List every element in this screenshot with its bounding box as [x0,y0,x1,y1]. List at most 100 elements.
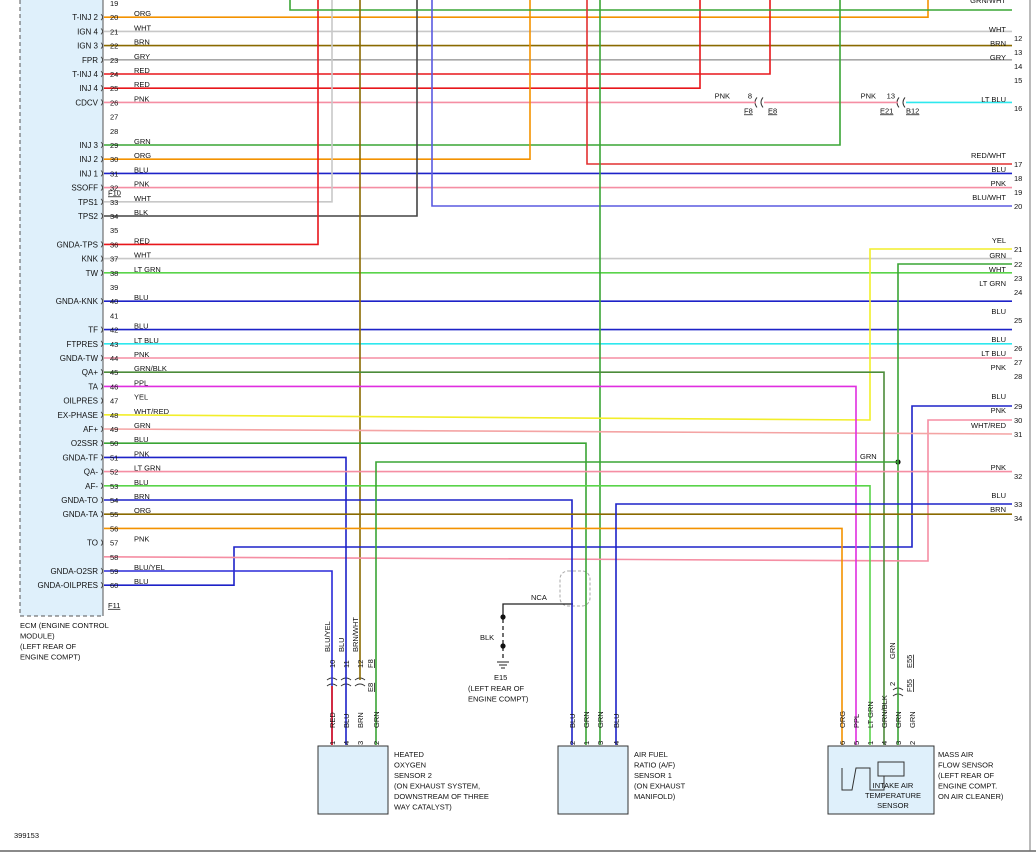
ecm-pin-number: 36 [110,240,118,249]
right-wire-color: LT BLU [981,349,1006,358]
ecm-pin-number: 38 [110,269,118,278]
ecm-pin-label: T-INJ 2 [72,13,98,22]
ecm-pin-label: AF- [85,482,98,491]
sensor_maf-wire-color: PPL [852,714,861,728]
sensor_o2-wire-color: RED [328,712,337,728]
pin-bracket [100,198,103,206]
right-pin-number: 15 [1014,76,1022,85]
right-wire-color: BRN [990,39,1006,48]
wire-af-minus [104,499,573,745]
wire-t-inj2 [104,0,929,19]
right-pin-number: 25 [1014,316,1022,325]
sensor-af-caption: MANIFOLD) [634,792,676,801]
right-wire-color: LT GRN [979,279,1006,288]
sensor_maf-wire-color: GRN [894,711,903,728]
right-wire-color: BLU/WHT [972,193,1006,202]
sensor_maf-pin: 2 [908,741,917,745]
sensor_maf-wire-color: LT GRN [866,701,875,728]
right-wire-color: BLU [991,335,1006,344]
ecm-pin-number: 27 [110,113,118,122]
ecm-pin-label: EX-PHASE [58,411,98,420]
sensor_o2-wire-color: BLU [342,713,351,728]
sensor_af-body [557,745,629,815]
wire-gnda-o2sr [104,570,333,745]
ecm-pin-label: INJ 3 [79,141,98,150]
ground-e15-label: E15 [494,673,507,682]
pin-bracket [100,496,103,504]
shield-outline [559,570,591,607]
right-pin-number: 23 [1014,274,1022,283]
right-wire-color: PNK [991,463,1006,472]
right-wire-color: GRY [990,53,1006,62]
right-pin-number: 19 [1014,188,1022,197]
ecm-pin-number: 35 [110,226,118,235]
connector-b12: B12 [906,106,919,115]
sensor_o2-body [317,745,389,815]
ecm-pin-label: FPR [82,56,98,65]
ecm-pin-number: 39 [110,283,118,292]
sensor_o2-wire-color: BRN [356,712,365,728]
sensor-o2-caption: (ON EXHAUST SYSTEM, [394,782,480,791]
right-pin-number: 21 [1014,245,1022,254]
ecm-wire-color: RED [134,66,150,75]
ecm-pin-number: 60 [110,581,118,590]
o2-harness-pin: 10 [328,660,337,668]
pin-bracket [100,170,103,177]
ecm-wire-color: RED [134,80,150,89]
ecm-pin-number: 51 [110,453,118,462]
ecm-pin-number: 49 [110,425,118,434]
pin-bracket [100,368,103,376]
cdcv-pin-2: 13 [887,91,895,100]
ecm-pin-number: 55 [110,510,118,519]
ecm-wire-color: GRN [134,421,151,430]
wire-t-inj4 [104,0,771,75]
wire-af-plus [104,442,587,745]
ecm-wire-color: PNK [134,350,149,359]
connector-f11: F11 [108,601,120,610]
ecm-pin-label: KNK [82,255,99,264]
ecm-wire-color: BLU [134,322,149,331]
ecm-wire-color: BLU [134,577,149,586]
ecm-pin-number: 25 [110,84,118,93]
ecm-pin-number: 20 [110,13,118,22]
right-pin-number: 12 [1014,34,1022,43]
maf-harness-pin: 2 [888,682,897,686]
nca-label: NCA [531,593,547,602]
wire-o2ssr [104,456,347,745]
ecm-wire-color: RED [134,236,150,245]
right-pin-number: 16 [1014,104,1022,113]
wire-inj3 [104,0,841,146]
o2-harness-wire-color: BLU [337,637,346,652]
pin-bracket [100,28,103,35]
ecm-pin-label: OILPRES [63,397,98,406]
ecm-pin-label: GNDA-KNK [56,297,99,306]
sensor_maf-body [827,745,935,815]
sensor_maf-pin: 6 [838,741,847,745]
wire-o2-grn [375,461,898,745]
right-pin-number: 34 [1014,514,1022,523]
ecm-pin-label: GNDA-OILPRES [38,581,98,590]
cdcv-pnk-label: PNK [715,91,730,100]
ecm-wire-color: WHT [134,251,151,260]
right-pin-number: 31 [1014,430,1022,439]
ecm-pin-label: CDCV [75,98,98,107]
ecm-wire-color: LT GRN [134,265,161,274]
ecm-wire-color: BRN [134,492,150,501]
ecm-pin-number: 42 [110,326,118,335]
pin-bracket [100,155,103,163]
ecm-wire-color: WHT [134,23,151,32]
sensor-maf-caption: MASS AIR [938,750,974,759]
o2-harness-pin: 11 [342,660,351,668]
wire-inj4 [104,0,701,89]
right-pin-number: 18 [1014,174,1022,183]
wire-ex-phase [103,428,1013,435]
sensor-maf-caption: ON AIR CLEANER) [938,792,1004,801]
right-pin-number: 30 [1014,416,1022,425]
ecm-pin-label: O2SSR [71,439,98,448]
ecm-pin-number: 48 [110,411,118,420]
ecm-pin-label: GNDA-TF [62,453,98,462]
ecm-pin-number: 32 [110,184,118,193]
right-wire-color: WHT [989,265,1006,274]
pin-bracket [100,56,103,64]
